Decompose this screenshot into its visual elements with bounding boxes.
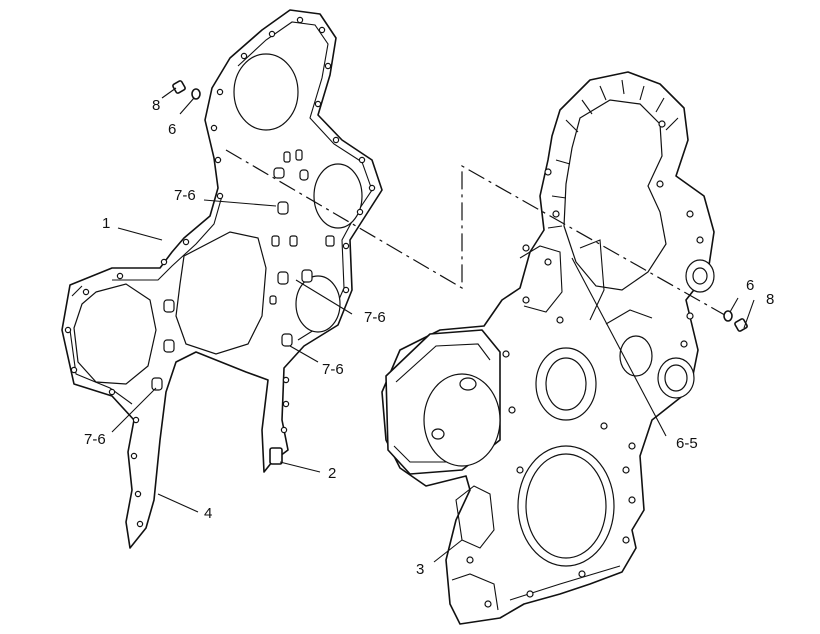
callout-7-6-right: 7-6 bbox=[364, 309, 386, 326]
callout-8-upper: 8 bbox=[152, 97, 160, 114]
callout-8-right: 8 bbox=[766, 291, 774, 308]
callout-6-5: 6-5 bbox=[676, 435, 698, 452]
right-lower-opening bbox=[295, 275, 341, 333]
callout-4: 4 bbox=[204, 505, 212, 522]
plate-dowels bbox=[151, 149, 335, 391]
callout-6-right: 6 bbox=[746, 277, 754, 294]
callout-1: 1 bbox=[102, 215, 110, 232]
callout-labels: 1 2 3 4 6 6 8 8 7-6 7-6 7-6 7-6 6-5 bbox=[84, 97, 774, 578]
left-cover-bore bbox=[423, 373, 501, 467]
callout-7-6-lower: 7-6 bbox=[322, 361, 344, 378]
right-upper-opening bbox=[313, 163, 363, 229]
callout-7-6-left: 7-6 bbox=[84, 431, 106, 448]
alignment-centerline bbox=[225, 149, 731, 319]
left-gear-opening bbox=[73, 283, 157, 385]
front-plate-gasket-assembly bbox=[61, 9, 383, 549]
leader-lines bbox=[111, 87, 755, 563]
upper-bore bbox=[563, 99, 667, 291]
housing-bolt-holes bbox=[466, 120, 704, 608]
upper-gear-opening bbox=[233, 53, 299, 131]
center-window bbox=[175, 231, 267, 355]
upper-ribs bbox=[547, 79, 679, 229]
callout-2: 2 bbox=[328, 465, 336, 482]
upper-left-bolt bbox=[172, 80, 201, 100]
front-housing bbox=[381, 71, 715, 625]
callout-7-6-top: 7-6 bbox=[174, 187, 196, 204]
callout-6-upper: 6 bbox=[168, 121, 176, 138]
right-bolt bbox=[723, 310, 748, 332]
callout-3: 3 bbox=[416, 561, 424, 578]
gasket-bolt-holes bbox=[64, 16, 376, 528]
dowel-pin bbox=[269, 447, 283, 465]
